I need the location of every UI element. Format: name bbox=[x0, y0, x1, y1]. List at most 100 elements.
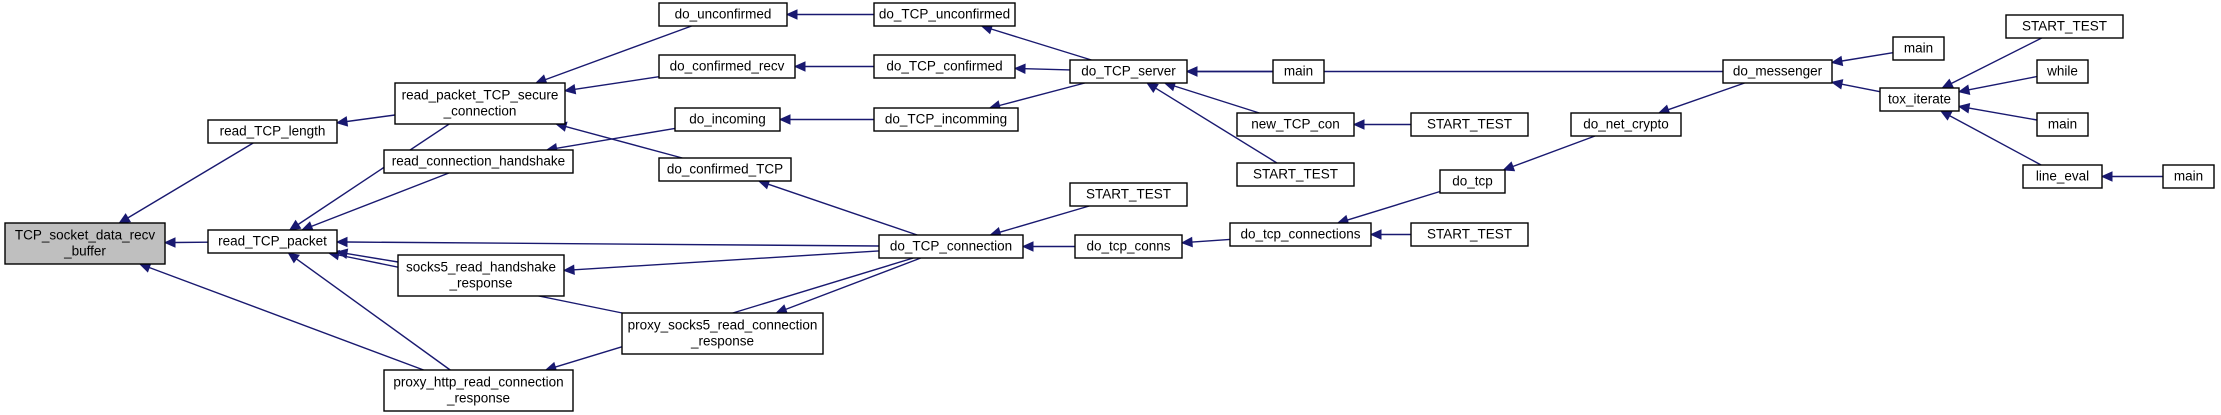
node-label: read_TCP_length bbox=[220, 124, 326, 139]
edge-n27-to-n26 bbox=[1668, 82, 1745, 111]
node-do-tcp-server[interactable]: do_TCP_server bbox=[1069, 59, 1188, 84]
node-label: tox_iterate bbox=[1888, 92, 1951, 107]
edges-layer bbox=[118, 9, 2163, 372]
edge-n3-to-n2 bbox=[296, 258, 451, 371]
node-box bbox=[658, 54, 796, 79]
arrowhead-n29 bbox=[1941, 78, 1955, 89]
arrowhead-n16 bbox=[1185, 66, 1198, 77]
node-read-tcp-length[interactable]: read_TCP_length bbox=[207, 119, 338, 144]
node-tox-iterate[interactable]: tox_iterate bbox=[1879, 87, 1960, 112]
node-box bbox=[1410, 112, 1529, 137]
node-new-tcp-con[interactable]: new_TCP_con bbox=[1236, 112, 1355, 137]
node-while[interactable]: while bbox=[2036, 59, 2089, 84]
arrowhead-n1 bbox=[335, 116, 349, 127]
node-do-messenger[interactable]: do_messenger bbox=[1722, 59, 1833, 84]
node-label: do_TCP_confirmed bbox=[886, 59, 1002, 74]
node-do-net-crypto[interactable]: do_net_crypto bbox=[1570, 112, 1682, 137]
node-main[interactable]: main bbox=[1892, 36, 1945, 61]
node-do-incoming[interactable]: do_incoming bbox=[674, 107, 781, 132]
arrowhead-n8 bbox=[1021, 241, 1034, 252]
node-label: START_TEST bbox=[1253, 167, 1338, 182]
node-label: proxy_http_read_connection bbox=[393, 375, 563, 390]
node-label: START_TEST bbox=[1427, 117, 1512, 132]
edge-n20-to-n16 bbox=[1174, 85, 1260, 114]
node-start-test[interactable]: START_TEST bbox=[2005, 14, 2124, 39]
node-box bbox=[658, 2, 788, 27]
node-box bbox=[2036, 59, 2089, 84]
arrowhead-n27 bbox=[1830, 55, 1844, 67]
node-proxy-socks5-read-connection-response[interactable]: proxy_socks5_read_connection_response bbox=[621, 312, 824, 355]
node-label: do_incoming bbox=[689, 112, 766, 127]
node-label: new_TCP_con bbox=[1251, 117, 1340, 132]
node-label: line_eval bbox=[2036, 169, 2089, 184]
edge-n1-to-n0 bbox=[127, 142, 254, 219]
node-do-tcp-connection[interactable]: do_TCP_connection bbox=[878, 234, 1024, 259]
node-label: do_TCP_server bbox=[1081, 64, 1176, 79]
node-start-test[interactable]: START_TEST bbox=[1236, 162, 1355, 187]
node-read-tcp-packet[interactable]: read_TCP_packet bbox=[207, 229, 338, 254]
node-do-tcp[interactable]: do_tcp bbox=[1439, 169, 1506, 194]
edge-n8-to-n2 bbox=[346, 241, 880, 247]
node-line-eval[interactable]: line_eval bbox=[2022, 164, 2103, 189]
node-label: _connection bbox=[443, 104, 517, 119]
edge-n17-to-n8 bbox=[999, 205, 1090, 233]
arrowhead-n14 bbox=[1013, 63, 1026, 74]
node-box bbox=[1410, 222, 1529, 247]
node-start-test[interactable]: START_TEST bbox=[1410, 112, 1529, 137]
node-main[interactable]: main bbox=[2162, 164, 2215, 189]
node-box bbox=[394, 82, 566, 125]
node-label: main bbox=[1284, 64, 1313, 79]
edge-n16-to-n15 bbox=[999, 82, 1085, 107]
edge-n8-to-n7 bbox=[785, 257, 922, 311]
arrowhead-n0 bbox=[163, 237, 176, 248]
node-do-tcp-conns[interactable]: do_tcp_conns bbox=[1074, 234, 1183, 259]
node-box bbox=[1069, 182, 1188, 207]
node-main[interactable]: main bbox=[2036, 112, 2089, 137]
arrowhead-n0 bbox=[118, 213, 132, 224]
node-box bbox=[207, 229, 338, 254]
node-do-tcp-incomming[interactable]: do_TCP_incomming bbox=[873, 107, 1019, 132]
node-tcp-socket-data-recv-buffer[interactable]: TCP_socket_data_recv_buffer bbox=[4, 222, 166, 265]
node-label: do_TCP_unconfirmed bbox=[879, 7, 1010, 22]
node-proxy-http-read-connection-response[interactable]: proxy_http_read_connection_response bbox=[383, 369, 574, 412]
edge-n30-to-n29 bbox=[1950, 37, 2043, 85]
node-box bbox=[1272, 59, 1325, 84]
node-box bbox=[2036, 112, 2089, 137]
arrowhead-n16 bbox=[1146, 82, 1159, 94]
node-box bbox=[873, 54, 1016, 79]
node-start-test[interactable]: START_TEST bbox=[1069, 182, 1188, 207]
edge-n3-to-n0 bbox=[148, 266, 424, 371]
node-do-confirmed-recv[interactable]: do_confirmed_recv bbox=[658, 54, 796, 79]
node-do-confirmed-tcp[interactable]: do_confirmed_TCP bbox=[658, 157, 792, 182]
node-label: while bbox=[2046, 64, 2078, 79]
node-box bbox=[1069, 59, 1188, 84]
node-do-tcp-connections[interactable]: do_tcp_connections bbox=[1229, 222, 1372, 247]
node-label: do_confirmed_recv bbox=[670, 59, 785, 74]
node-do-tcp-unconfirmed[interactable]: do_TCP_unconfirmed bbox=[873, 2, 1016, 27]
node-read-packet-tcp-secure-connection[interactable]: read_packet_TCP_secure_connection bbox=[394, 82, 566, 125]
node-label: socks5_read_handshake bbox=[406, 260, 556, 275]
node-socks5-read-handshake-response[interactable]: socks5_read_handshake_response bbox=[397, 254, 565, 297]
node-box bbox=[674, 107, 781, 132]
node-main[interactable]: main bbox=[1272, 59, 1325, 84]
arrowhead-n4 bbox=[563, 83, 577, 95]
node-start-test[interactable]: START_TEST bbox=[1410, 222, 1529, 247]
node-label: read_packet_TCP_secure bbox=[402, 88, 559, 103]
arrowhead-n9 bbox=[785, 9, 798, 20]
node-box bbox=[2162, 164, 2215, 189]
node-box bbox=[1892, 36, 1945, 61]
node-box bbox=[2022, 164, 2103, 189]
node-box bbox=[397, 254, 565, 297]
node-label: _response bbox=[448, 276, 512, 291]
edge-n16-to-n14 bbox=[1024, 68, 1071, 71]
node-do-unconfirmed[interactable]: do_unconfirmed bbox=[658, 2, 788, 27]
node-box bbox=[1570, 112, 1682, 137]
node-label: read_connection_handshake bbox=[392, 154, 565, 169]
node-do-tcp-confirmed[interactable]: do_TCP_confirmed bbox=[873, 54, 1016, 79]
node-label: do_tcp_connections bbox=[1240, 227, 1360, 242]
edge-n31-to-n29 bbox=[1968, 75, 2038, 91]
node-label: proxy_socks5_read_connection bbox=[628, 318, 818, 333]
node-box bbox=[1074, 234, 1183, 259]
node-label: do_unconfirmed bbox=[675, 7, 772, 22]
node-read-connection-handshake[interactable]: read_connection_handshake bbox=[383, 149, 574, 174]
